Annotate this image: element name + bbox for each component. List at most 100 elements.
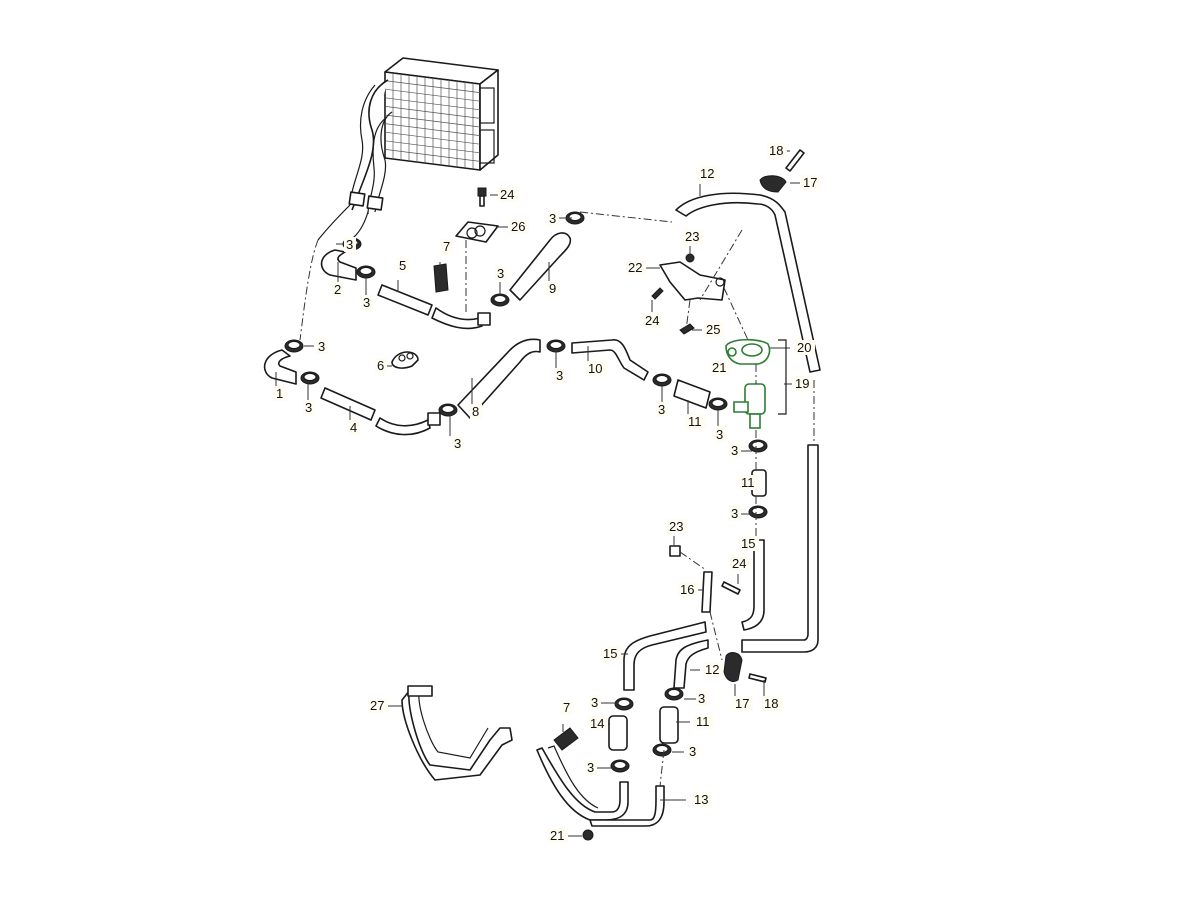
callout-11[interactable]: 11 bbox=[676, 714, 714, 729]
callout-3[interactable]: 3 bbox=[729, 506, 752, 521]
callout-box bbox=[470, 404, 482, 419]
callout-box bbox=[441, 239, 453, 254]
hose-10 bbox=[571, 339, 649, 381]
callout-number: 12 bbox=[700, 166, 714, 181]
callout-box bbox=[332, 282, 344, 297]
callout-box bbox=[509, 219, 529, 234]
callout-2[interactable]: 2 bbox=[332, 262, 344, 297]
callout-number: 15 bbox=[741, 536, 755, 551]
callout-17[interactable]: 17 bbox=[790, 175, 821, 190]
callout-3[interactable]: 3 bbox=[336, 237, 358, 252]
callout-23[interactable]: 23 bbox=[683, 229, 703, 254]
callout-13[interactable]: 13 bbox=[660, 792, 712, 807]
callout-number: 7 bbox=[443, 239, 450, 254]
hose-clamp bbox=[610, 759, 630, 773]
pipe-12-lower bbox=[673, 639, 709, 689]
group-bracket-19 bbox=[778, 339, 787, 415]
callout-number: 3 bbox=[591, 695, 598, 710]
hose-clamp bbox=[664, 687, 684, 701]
heater-core-hoses bbox=[317, 79, 393, 241]
heater-core bbox=[384, 57, 499, 171]
callout-23[interactable]: 23 bbox=[667, 519, 687, 546]
seal-26 bbox=[455, 221, 499, 243]
callout-number: 6 bbox=[377, 358, 384, 373]
callout-21[interactable]: 21 bbox=[710, 360, 730, 375]
callout-3[interactable]: 3 bbox=[554, 350, 566, 383]
callout-15[interactable]: 15 bbox=[601, 646, 628, 661]
callout-4[interactable]: 4 bbox=[348, 406, 360, 435]
callout-box bbox=[626, 260, 646, 275]
callout-box bbox=[714, 427, 726, 442]
callout-3[interactable]: 3 bbox=[361, 278, 373, 310]
callout-12[interactable]: 12 bbox=[690, 662, 723, 677]
callout-box bbox=[548, 828, 568, 843]
callout-number: 17 bbox=[803, 175, 817, 190]
callout-number: 18 bbox=[764, 696, 778, 711]
callout-24[interactable]: 24 bbox=[643, 300, 663, 328]
hose-clamp bbox=[708, 397, 728, 411]
callout-3[interactable]: 3 bbox=[547, 211, 572, 226]
callout-number: 27 bbox=[370, 698, 384, 713]
callout-number: 3 bbox=[318, 339, 325, 354]
callout-box bbox=[767, 143, 787, 158]
callout-10[interactable]: 10 bbox=[586, 346, 606, 376]
callout-16[interactable]: 16 bbox=[678, 582, 704, 597]
callout-24[interactable]: 24 bbox=[730, 556, 750, 584]
callout-3[interactable]: 3 bbox=[714, 410, 726, 442]
callout-3[interactable]: 3 bbox=[672, 744, 699, 759]
callout-3[interactable]: 3 bbox=[304, 339, 328, 354]
callout-24[interactable]: 24 bbox=[490, 187, 518, 202]
callout-box bbox=[730, 556, 750, 571]
callout-box bbox=[729, 443, 741, 458]
callout-7[interactable]: 7 bbox=[439, 239, 453, 266]
callout-12[interactable]: 12 bbox=[698, 166, 718, 196]
callout-3[interactable]: 3 bbox=[589, 695, 618, 710]
callout-box bbox=[643, 313, 663, 328]
holder-7-upper bbox=[433, 263, 449, 293]
callout-9[interactable]: 9 bbox=[547, 262, 559, 296]
callout-15[interactable]: 15 bbox=[739, 536, 759, 551]
callout-22[interactable]: 22 bbox=[626, 260, 660, 275]
callout-21[interactable]: 21 bbox=[548, 828, 582, 843]
callout-14[interactable]: 14 bbox=[588, 716, 610, 731]
callout-11[interactable]: 11 bbox=[739, 475, 759, 490]
callout-number: 3 bbox=[305, 400, 312, 415]
callout-3[interactable]: 3 bbox=[729, 443, 752, 458]
callout-27[interactable]: 27 bbox=[368, 698, 402, 713]
callout-3[interactable]: 3 bbox=[585, 760, 612, 775]
callout-7[interactable]: 7 bbox=[561, 700, 573, 732]
callout-number: 3 bbox=[716, 427, 723, 442]
callout-1[interactable]: 1 bbox=[274, 372, 286, 401]
pipe-15-lower bbox=[623, 621, 707, 691]
callout-20[interactable]: 20 bbox=[770, 340, 815, 355]
callout-18[interactable]: 18 bbox=[762, 680, 782, 711]
callout-number: 3 bbox=[549, 211, 556, 226]
callout-box bbox=[795, 340, 815, 355]
callout-25[interactable]: 25 bbox=[692, 322, 724, 337]
holder-7-lower bbox=[553, 727, 579, 751]
callout-number: 3 bbox=[556, 368, 563, 383]
callout-3[interactable]: 3 bbox=[656, 386, 668, 417]
callout-19[interactable]: 19 bbox=[784, 376, 813, 391]
callout-box bbox=[656, 402, 668, 417]
callout-17[interactable]: 17 bbox=[733, 684, 753, 711]
callout-3[interactable]: 3 bbox=[684, 691, 708, 706]
hose-clamp bbox=[652, 373, 672, 387]
callout-box bbox=[397, 258, 409, 273]
pipe-13 bbox=[536, 745, 665, 827]
callout-6[interactable]: 6 bbox=[375, 358, 392, 373]
clip-17-lower bbox=[723, 652, 743, 683]
callout-3[interactable]: 3 bbox=[449, 414, 464, 451]
callout-3[interactable]: 3 bbox=[495, 266, 507, 296]
callout-26[interactable]: 26 bbox=[496, 219, 529, 234]
callout-5[interactable]: 5 bbox=[397, 258, 409, 292]
callout-box bbox=[316, 339, 328, 354]
callout-8[interactable]: 8 bbox=[470, 378, 482, 419]
callout-18[interactable]: 18 bbox=[767, 143, 790, 158]
hose-clamp bbox=[614, 697, 634, 711]
callout-box bbox=[498, 187, 518, 202]
hose-14 bbox=[608, 715, 628, 751]
callout-11[interactable]: 11 bbox=[686, 400, 706, 429]
callout-3[interactable]: 3 bbox=[303, 384, 315, 415]
